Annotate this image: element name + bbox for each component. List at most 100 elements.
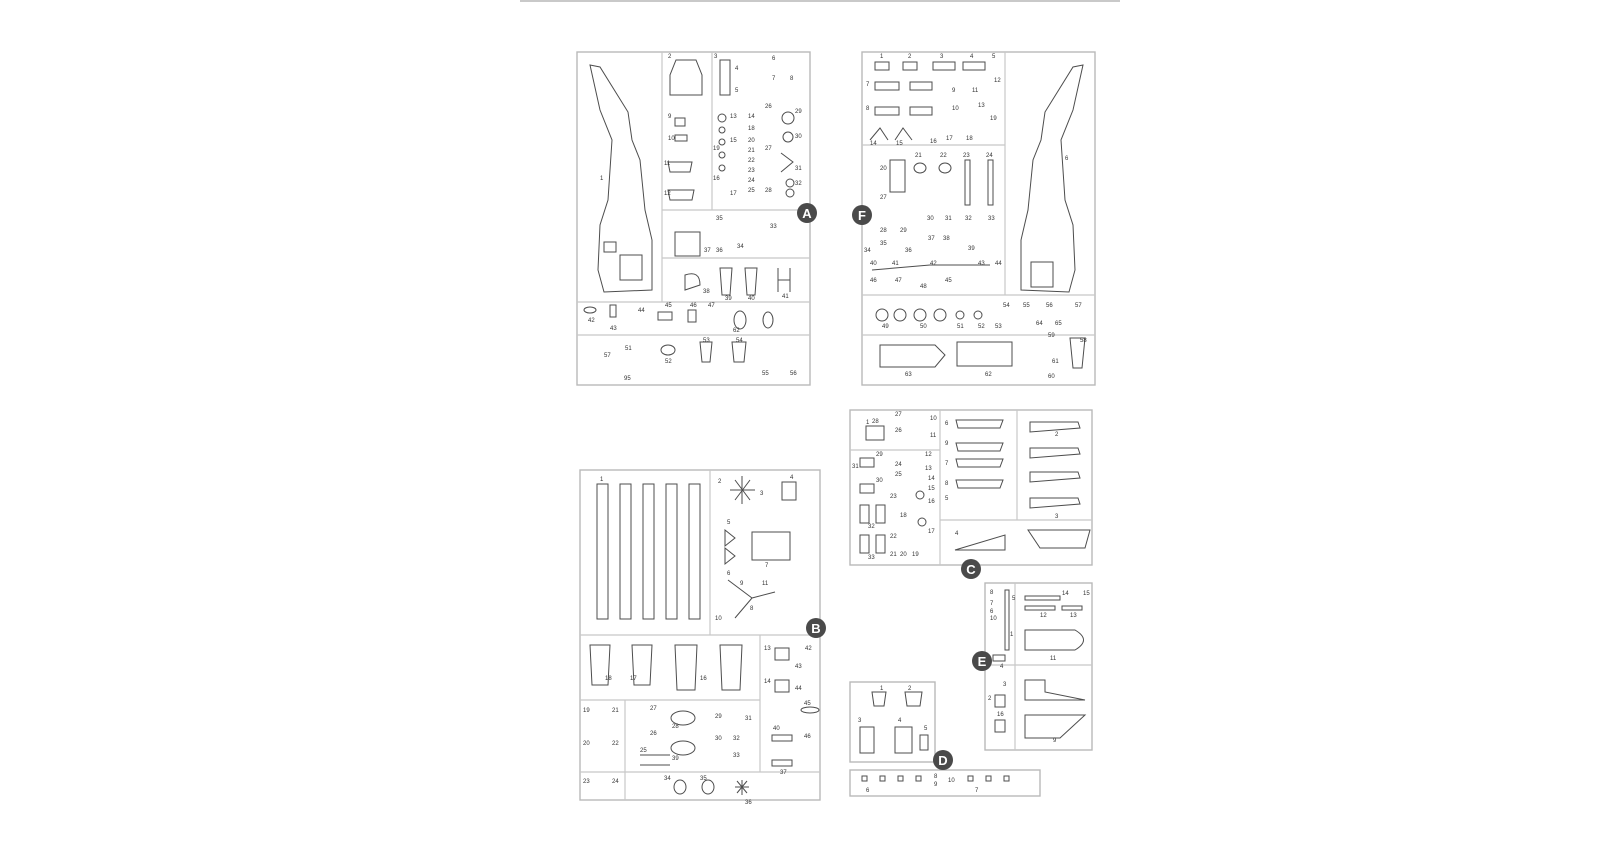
wheel-part (913, 308, 927, 322)
part-number: 5 (992, 54, 996, 60)
rotor-hub-part (781, 111, 795, 125)
part-number: 10 (952, 106, 959, 112)
part-number: 19 (912, 552, 919, 558)
part-number: 22 (890, 534, 897, 540)
missile-part (1029, 471, 1081, 483)
part-number: 15 (1083, 591, 1090, 597)
part-number: 10 (668, 136, 675, 142)
rotor-blade-part (665, 483, 678, 620)
part-number: 30 (876, 478, 883, 484)
blade-root-part (744, 267, 758, 296)
wheel-part (875, 308, 889, 322)
part-number: 6 (866, 788, 870, 794)
part-number: 46 (870, 278, 877, 284)
part-number: 95 (624, 376, 631, 382)
part-number: 8 (945, 481, 949, 487)
sprue-e-letter: E (978, 654, 987, 669)
part-number: 3 (940, 54, 944, 60)
part-number: 4 (790, 475, 794, 481)
panel-part (731, 341, 747, 363)
box-part (859, 534, 870, 554)
part-number: 3 (1055, 514, 1059, 520)
part-number: 9 (668, 114, 672, 120)
box-part (781, 481, 797, 501)
part-number: 9 (740, 581, 744, 587)
part-number: 20 (583, 741, 590, 747)
lens-part (1003, 775, 1010, 782)
sprue-b-badge-circle (806, 618, 826, 638)
figure-part (762, 311, 774, 329)
part-number: 15 (896, 141, 903, 147)
part-number: 28 (880, 228, 887, 234)
box-part (774, 647, 790, 661)
part-number: 27 (650, 706, 657, 712)
small-part (609, 304, 617, 318)
part-number: 12 (925, 452, 932, 458)
window-part (894, 726, 913, 754)
part-number: 37 (928, 236, 935, 242)
part-number: 9 (1053, 738, 1057, 744)
part-number: 36 (716, 248, 723, 254)
panel-part (719, 59, 731, 96)
part-number: 24 (986, 153, 993, 159)
box-part (994, 719, 1006, 733)
tray-part (1027, 529, 1091, 549)
part-number: 42 (805, 646, 812, 652)
part-number: 32 (868, 524, 875, 530)
part-number: 4 (735, 66, 739, 72)
part-number: 30 (927, 216, 934, 222)
part-number: 1 (1010, 632, 1014, 638)
part-number: 62 (985, 372, 992, 378)
sprue-a: 1 2 3 4 5 6 7 8 9 10 11 12 13 14 15 16 1… (576, 51, 817, 386)
part-number: 6 (772, 56, 776, 62)
part-number: 60 (1048, 374, 1055, 380)
part-number: 27 (880, 195, 887, 201)
part-number: 13 (764, 646, 771, 652)
part-number: 42 (588, 318, 595, 324)
part-number: 51 (957, 324, 964, 330)
fuselage-hatch-part (603, 241, 617, 253)
part-number: 39 (725, 296, 732, 302)
part-number: 25 (640, 748, 647, 754)
part-number: 29 (715, 714, 722, 720)
part-number: 30 (795, 134, 802, 140)
part-number: 16 (928, 499, 935, 505)
part-number: 46 (804, 734, 811, 740)
part-number: 18 (966, 136, 973, 142)
part-number: 6 (727, 571, 731, 577)
part-number: 4 (955, 531, 959, 537)
part-number: 20 (880, 166, 887, 172)
part-number: 45 (945, 278, 952, 284)
part-number: 43 (795, 664, 802, 670)
part-number: 2 (718, 479, 722, 485)
part-number: 62 (733, 328, 740, 334)
rotor-blade-part (596, 483, 609, 620)
part-number: 14 (764, 679, 771, 685)
part-number: 19 (583, 708, 590, 714)
part-number: 31 (852, 464, 859, 470)
part-number: 24 (895, 462, 902, 468)
window-part (919, 734, 929, 751)
cockpit-floor-part (1024, 629, 1084, 651)
wheel-part (718, 164, 726, 172)
part-number: 4 (898, 718, 902, 724)
part-number: 2 (908, 54, 912, 60)
panel-part (889, 159, 906, 193)
part-number: 10 (715, 616, 722, 622)
part-number: 26 (765, 104, 772, 110)
wedge-part (1024, 714, 1087, 739)
part-number: 18 (748, 126, 755, 132)
part-number: 10 (948, 778, 955, 784)
part-number: 6 (990, 609, 994, 615)
small-part (992, 654, 1006, 662)
rotor-hub-part (782, 131, 794, 143)
part-number: 47 (708, 303, 715, 309)
part-number: 24 (612, 779, 619, 785)
box-part (875, 534, 886, 554)
wheel-part (718, 126, 726, 134)
box-part (657, 311, 673, 321)
part-number: 35 (700, 776, 707, 782)
rod-part (1061, 605, 1083, 611)
ring-part (913, 162, 927, 174)
part-number: 1 (880, 686, 884, 692)
